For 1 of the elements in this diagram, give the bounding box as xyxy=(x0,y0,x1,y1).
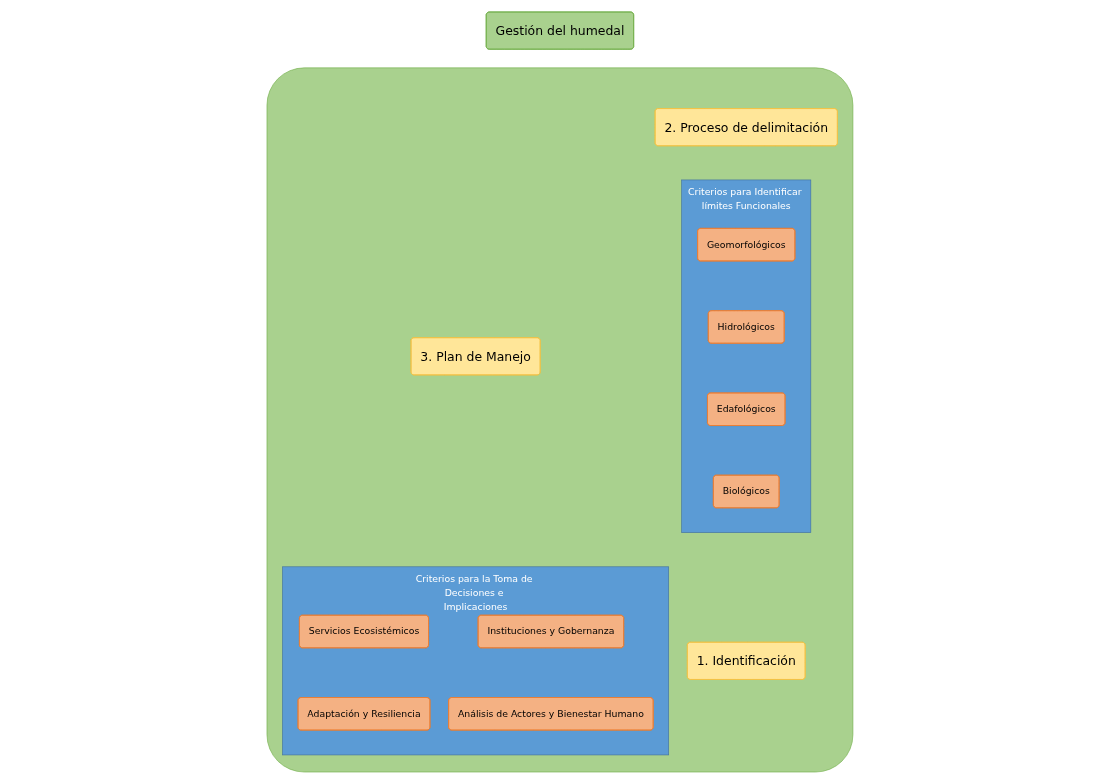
cluster xyxy=(266,67,853,772)
